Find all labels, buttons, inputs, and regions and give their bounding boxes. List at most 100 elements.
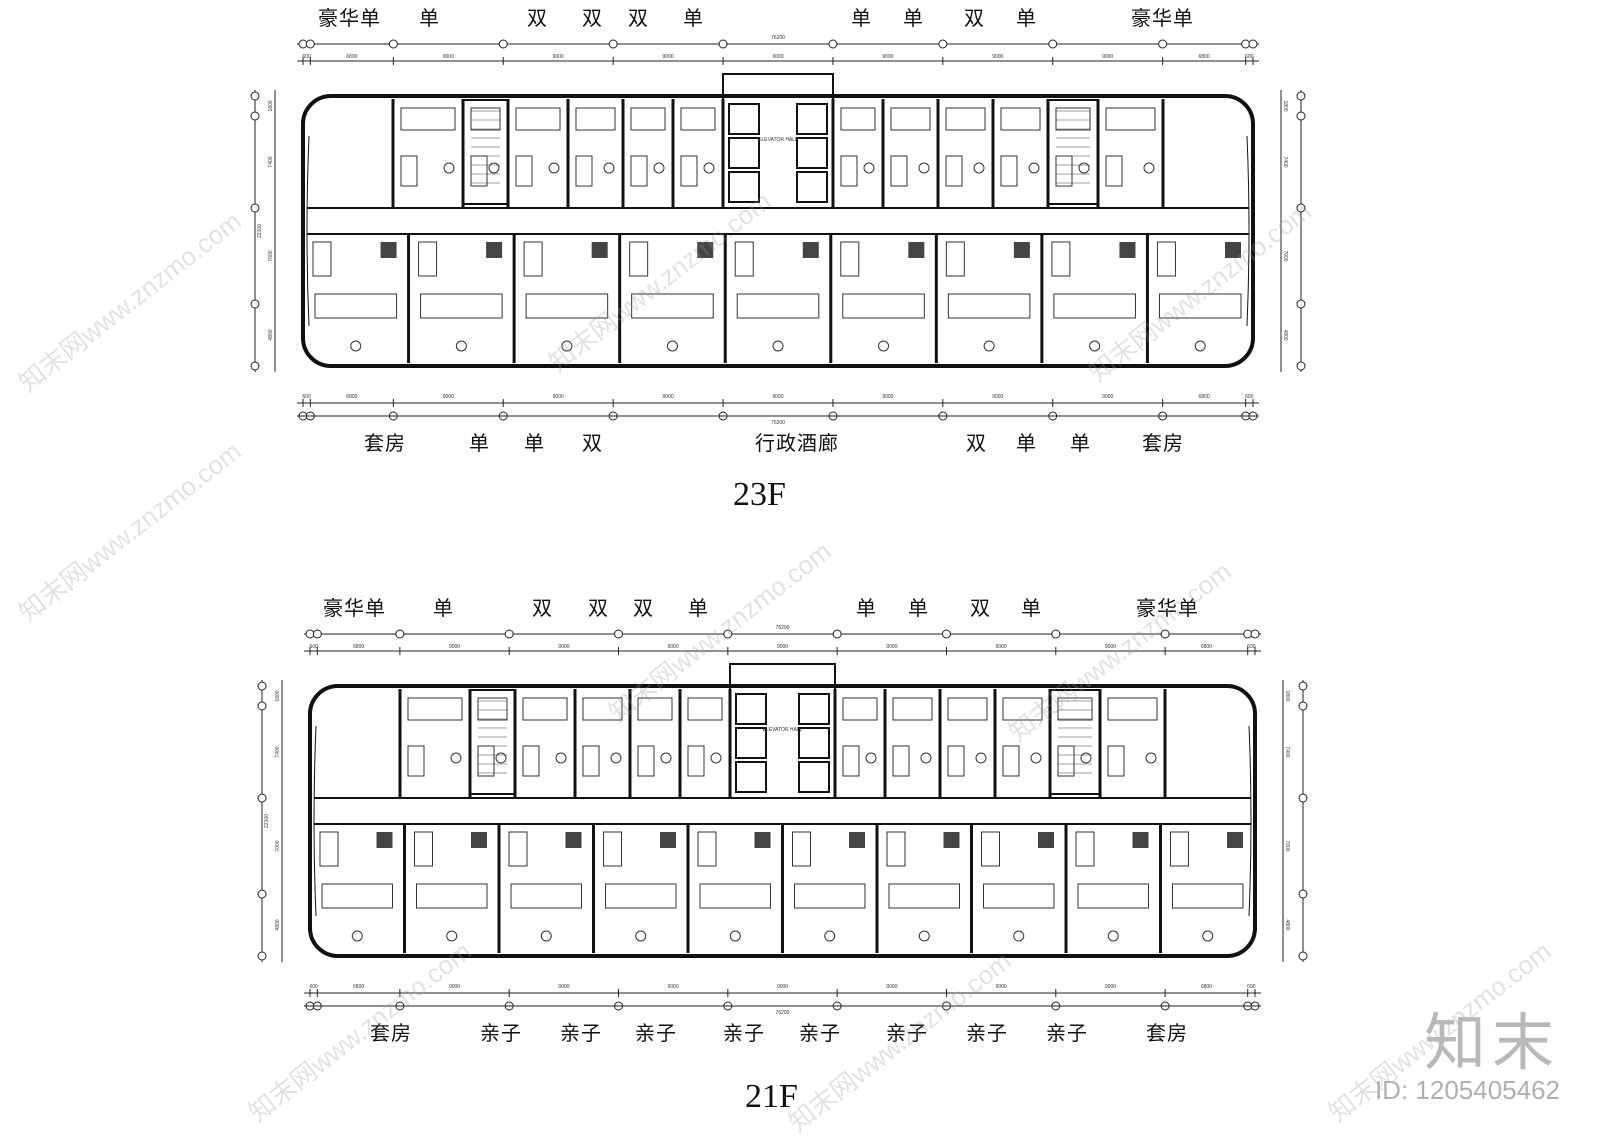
bathroom-fixture (629, 241, 649, 277)
bathroom-fixture (1002, 745, 1020, 777)
dimension-value-side: 7000 (1284, 840, 1290, 851)
bathroom-fixture (687, 745, 705, 777)
room-label-21f-top-4: 双 (588, 596, 609, 620)
bed (1000, 107, 1041, 131)
axis-bubble-top (938, 39, 948, 49)
dimension-value-side: 1800 (1282, 100, 1288, 111)
dimension-value-bottom: 9000 (992, 394, 1003, 400)
dimension-value-bottom: 9000 (668, 984, 679, 990)
column (943, 832, 960, 848)
chair (1145, 752, 1157, 764)
dimension-value-bottom: 9000 (443, 394, 454, 400)
room-label-21f-top-2: 单 (433, 596, 454, 620)
column (754, 832, 771, 848)
room-label-23f-bottom-5: 行政酒廊 (755, 431, 839, 455)
bathroom-fixture (734, 241, 754, 277)
room-label-21f-bottom-2: 亲子 (480, 1021, 522, 1045)
bathroom-fixture (1000, 155, 1018, 187)
chair (863, 162, 875, 174)
bathroom-fixture (1105, 155, 1123, 187)
axis-bubble-side (257, 793, 267, 803)
dimension-value-top: 600 (309, 644, 318, 650)
chair (635, 930, 647, 942)
building-outline (301, 94, 1255, 368)
dimension-value-bottom: 9000 (663, 394, 674, 400)
axis-bubble-top (1248, 39, 1258, 49)
axis-bubble-side (1298, 793, 1308, 803)
bed (1158, 293, 1242, 319)
dimension-value-side: 7400 (275, 746, 281, 757)
column (1013, 242, 1030, 258)
bed (1107, 697, 1158, 721)
chair (351, 930, 363, 942)
chair (1080, 752, 1092, 764)
dimension-value-top: 9000 (663, 54, 674, 60)
dimension-value-bottom: 600 (302, 394, 311, 400)
bed (630, 107, 666, 131)
dimension-value-bottom: 9000 (1105, 984, 1116, 990)
chair (555, 752, 567, 764)
window-left (313, 725, 317, 917)
elevator-shaft (796, 137, 828, 169)
elevator-core (722, 73, 834, 209)
bed (1055, 107, 1091, 131)
bed (1105, 107, 1156, 131)
dimension-value-bottom: 9000 (1102, 394, 1113, 400)
bathroom-fixture (319, 831, 339, 867)
bathroom-fixture (312, 241, 332, 277)
bed (314, 293, 398, 319)
chair (918, 930, 930, 942)
chair (865, 752, 877, 764)
room-label-21f-top-6: 单 (688, 596, 709, 620)
chair (540, 930, 552, 942)
bed (582, 697, 623, 721)
dimension-value-top: 9000 (1102, 54, 1113, 60)
bed (1053, 293, 1136, 319)
room-label-23f-bottom-1: 套房 (364, 431, 406, 455)
room-label-23f-bottom-4: 双 (582, 431, 603, 455)
column (591, 242, 608, 258)
bathroom-fixture (603, 831, 622, 867)
room-label-23f-bottom-2: 单 (469, 431, 490, 455)
chair (1107, 930, 1119, 942)
room-label-21f-top-3: 双 (532, 596, 553, 620)
bathroom-fixture (414, 831, 433, 867)
stairwell (1047, 99, 1099, 205)
dimension-total-bottom: 76200 (771, 420, 785, 426)
bed (1172, 883, 1244, 909)
dimension-value-top: 9000 (668, 644, 679, 650)
dimension-value-side: 7400 (1282, 156, 1288, 167)
axis-bubble-side (1296, 203, 1306, 213)
chair (488, 162, 500, 174)
bed (605, 883, 677, 909)
elevator-shaft (796, 103, 828, 135)
bed (840, 107, 876, 131)
floor-title-23f: 23F (733, 476, 786, 513)
chair (920, 752, 932, 764)
bed (890, 107, 931, 131)
room-label-21f-top-7: 单 (856, 596, 877, 620)
bathroom-fixture (1057, 745, 1075, 777)
dimension-value-bottom: 9000 (449, 984, 460, 990)
room-label-23f-top-7: 单 (851, 6, 872, 30)
bed (321, 883, 393, 909)
dimension-value-top: 6800 (353, 644, 364, 650)
bed (947, 293, 1031, 319)
dimension-total-side: 22100 (264, 814, 270, 828)
chair (878, 340, 890, 352)
bathroom-fixture (523, 241, 543, 277)
axis-bubble-side (1296, 91, 1306, 101)
room-label-21f-top-11: 豪华单 (1136, 596, 1199, 620)
column (908, 242, 925, 258)
dimension-value-top: 600 (302, 54, 311, 60)
bathroom-fixture (418, 241, 438, 277)
elevator-shaft (735, 727, 767, 759)
axis-bubble-top (941, 629, 951, 639)
chair (729, 930, 741, 942)
bathroom-fixture (582, 745, 600, 777)
column (380, 242, 397, 258)
room-label-21f-top-1: 豪华单 (323, 596, 386, 620)
room-label-23f-top-11: 豪华单 (1131, 6, 1194, 30)
chair (443, 162, 455, 174)
